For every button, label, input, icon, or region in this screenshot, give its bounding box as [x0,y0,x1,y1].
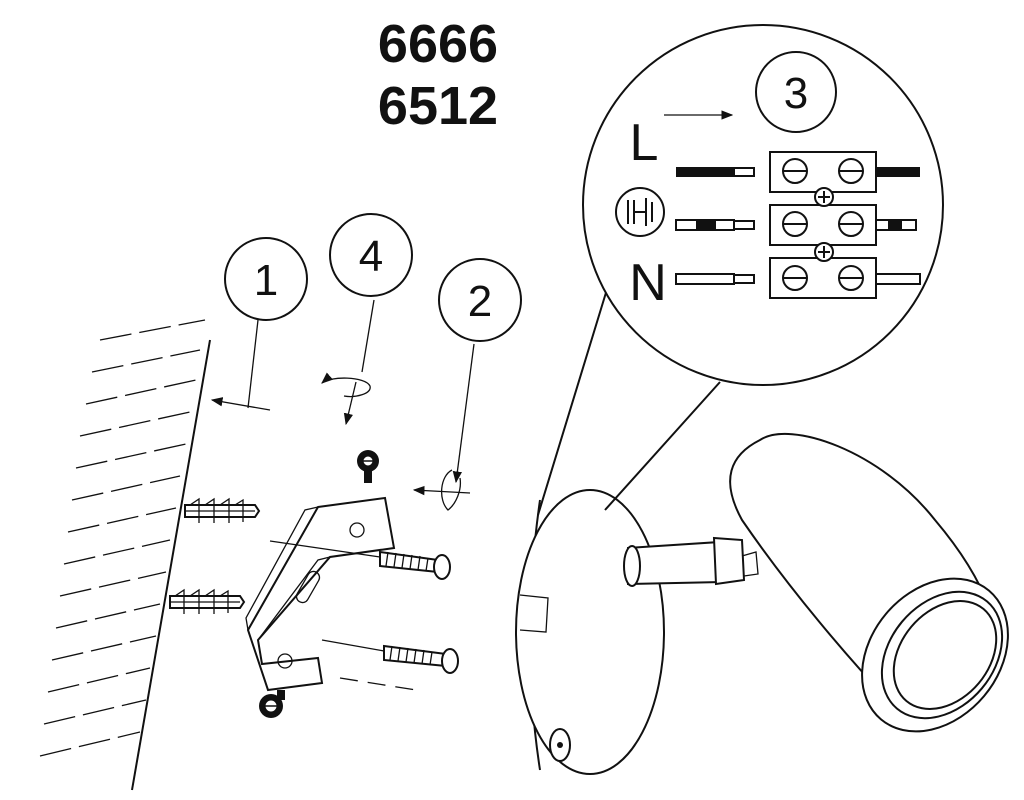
wall-plug-icon [184,497,261,523]
step-2-callout: 2 [412,258,522,511]
lamp-arm [623,536,759,587]
model-number-1: 6666 [378,14,498,74]
screw-icon [321,639,459,691]
wire-earth [675,219,917,231]
model-number-2: 6512 [378,76,498,136]
wire-label-neutral: N [629,254,667,312]
rotate-arrow-icon [321,372,371,398]
terminal-block [769,151,877,299]
rotate-arrow-icon [441,469,462,511]
mounting-bracket [245,496,396,692]
wire-live [676,167,920,177]
lamp-head [729,432,1009,733]
screw-icon [259,690,285,718]
step-4-callout: 4 [321,213,413,426]
wire-neutral [675,273,921,285]
ground-symbol-icon [615,187,665,237]
step-2-label: 2 [468,277,492,326]
step-1-callout: 1 [210,237,308,411]
step-3-label: 3 [784,69,808,118]
lamp-base [515,489,665,775]
wire-label-live: L [630,114,659,172]
step-4-label: 4 [359,232,383,281]
wall [39,319,211,791]
step-1-label: 1 [254,256,278,305]
screw-icon [269,540,451,580]
wall-plug-icon [169,588,246,614]
screw-icon [357,450,379,483]
wiring-detail-callout: 3 L N [537,24,944,516]
